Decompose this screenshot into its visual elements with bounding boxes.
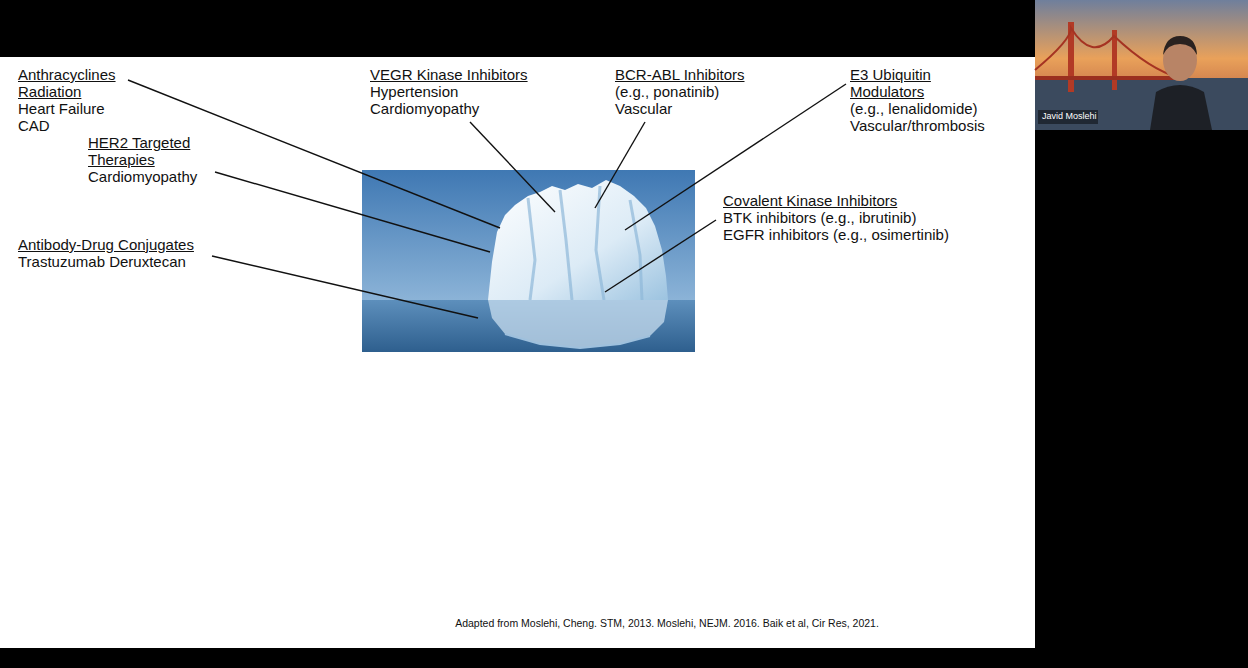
drug-class-heading: E3 Ubiquitin Modulators — [850, 66, 950, 100]
drug-example-label: (e.g., lenalidomide) — [850, 100, 978, 117]
slide-ground — [0, 57, 1035, 648]
toxicity-label: Heart Failure — [18, 100, 105, 117]
drug-class-heading: VEGR Kinase Inhibitors — [370, 66, 528, 83]
speaker-name: Javid Moslehi — [1042, 111, 1097, 122]
drug-example-label: (e.g., ponatinib) — [615, 83, 719, 100]
drug-example-label: EGFR inhibitors (e.g., osimertinib) — [723, 226, 949, 243]
toxicity-label: Vascular/thrombosis — [850, 117, 985, 134]
drug-class-heading: Radiation — [18, 83, 81, 100]
toxicity-label: Cardiomyopathy — [370, 100, 479, 117]
webcam-picture — [1035, 0, 1248, 130]
toxicity-label: CAD — [18, 117, 50, 134]
toxicity-label: Hypertension — [370, 83, 458, 100]
source-caption: Adapted from Moslehi, Cheng. STM, 2013. … — [455, 617, 879, 630]
drug-class-heading: Anthracyclines — [18, 66, 116, 83]
drug-class-heading: Antibody-Drug Conjugates — [18, 236, 194, 253]
drug-example-label: BTK inhibitors (e.g., ibrutinib) — [723, 209, 916, 226]
toxicity-label: Cardiomyopathy — [88, 168, 197, 185]
drug-class-heading: Covalent Kinase Inhibitors — [723, 192, 897, 209]
drug-class-heading: HER2 Targeted Therapies — [88, 134, 210, 168]
iceberg-picture — [362, 170, 695, 352]
toxicity-label: Vascular — [615, 100, 672, 117]
drug-class-heading: BCR-ABL Inhibitors — [615, 66, 745, 83]
drug-example-label: Trastuzumab Deruxtecan — [18, 253, 186, 270]
